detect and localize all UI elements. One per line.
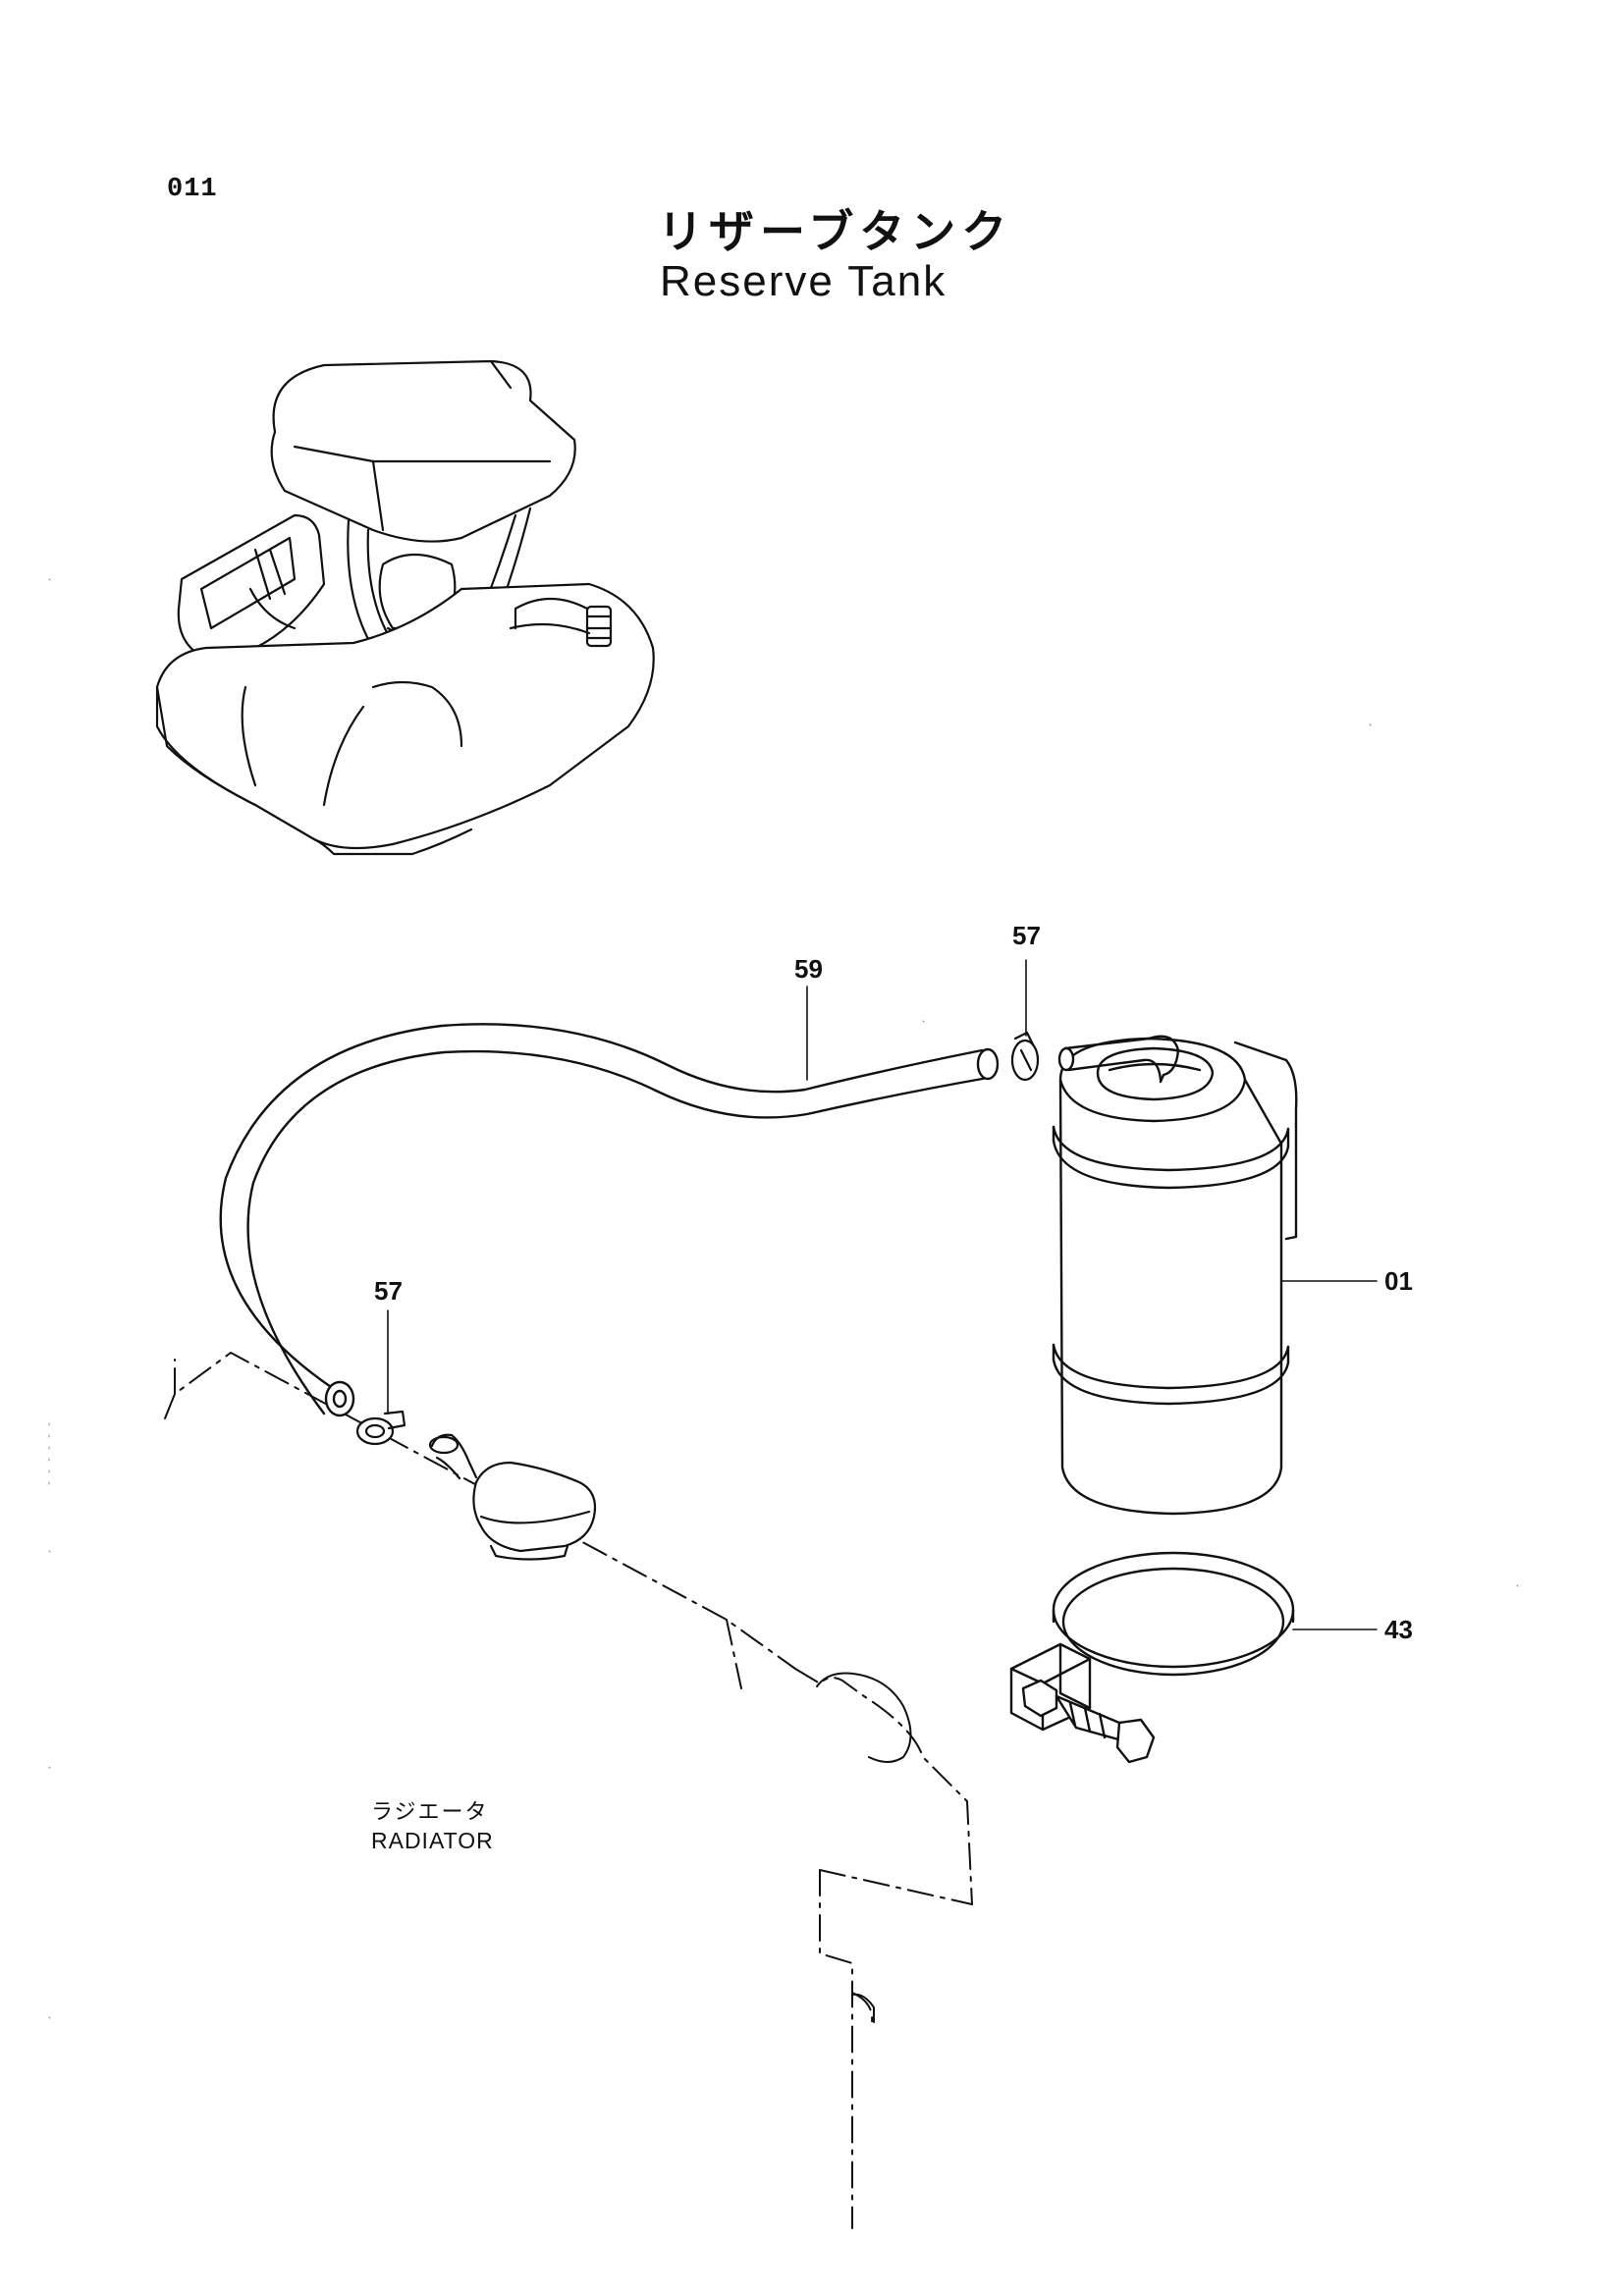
reserve-tank [1054,1037,1296,1514]
page-code: 011 [167,175,218,204]
mounting-band [1011,1553,1293,1762]
overflow-hose [221,1024,998,1415]
machine-locator-illustration [157,361,654,854]
callout-59: 59 [794,954,823,984]
page-title-jp: リザーブタンク [658,205,1013,258]
radiator-neck [817,1674,911,2023]
page-title-en: Reserve Tank [660,257,947,305]
radiator-label-jp: ラジエータ [371,1800,489,1825]
leader-lines [388,960,1377,1629]
callout-43: 43 [1384,1615,1413,1644]
hose-clamp-top [1012,1033,1038,1080]
radiator-cap [430,1435,595,1560]
callout-57-top: 57 [1012,921,1041,950]
hose-clamp-bottom [357,1412,405,1444]
callout-01: 01 [1384,1266,1413,1296]
callout-57-bottom: 57 [374,1276,403,1306]
scan-marks [49,579,1518,2018]
radiator-label-en: RADIATOR [371,1828,494,1853]
